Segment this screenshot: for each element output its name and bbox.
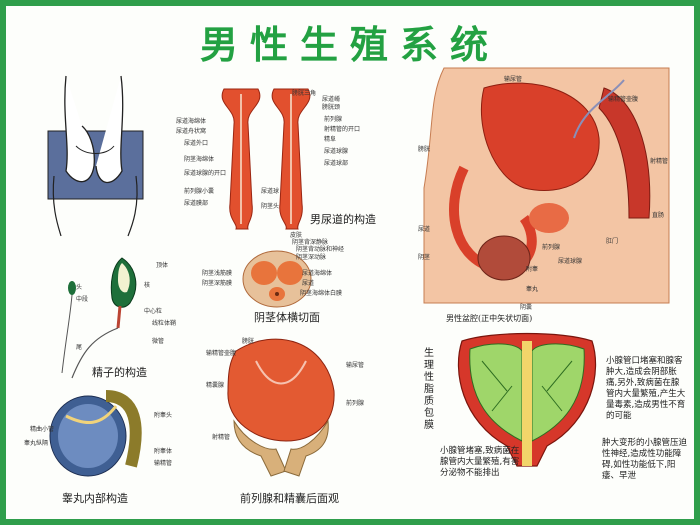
urethra-label: 精阜 — [324, 136, 337, 143]
penis-label: 阴茎浅筋膜 — [202, 270, 233, 277]
sperm-diagram — [61, 257, 137, 379]
pelvis-label: 肛门 — [606, 238, 619, 245]
testis-label: 附睾体 — [154, 448, 173, 455]
urethra-label: 尿道舟状窝 — [176, 128, 207, 135]
pelvis-sagittal-section — [423, 67, 670, 304]
penis-label: 阴茎背深静脉 — [292, 239, 329, 246]
urethra-label: 尿道膜部 — [184, 200, 209, 207]
self-exam-illustration — [47, 75, 144, 237]
testis-label: 睾丸纵隔 — [24, 440, 49, 447]
prostate-pathology-diagram — [457, 332, 597, 467]
sperm-label: 头 — [76, 284, 83, 291]
urethra-label: 膀胱三角 — [292, 90, 317, 97]
pelvis-label: 尿道 — [418, 226, 431, 233]
urethra-label: 尿道嵴 — [322, 96, 341, 103]
prostate-label: 前列腺 — [346, 400, 365, 407]
pelvis-caption: 男性盆腔(正中矢状切面) — [446, 314, 533, 323]
urethra-label: 尿道球部 — [324, 160, 349, 167]
pelvis-label: 直肠 — [652, 212, 665, 219]
prostate-label: 膀胱 — [242, 338, 255, 345]
penis-label: 尿道 — [302, 280, 315, 287]
prostate-label: 输尿管 — [346, 362, 365, 369]
prostate-label: 射精管 — [212, 434, 231, 441]
prostate-label: 输精管壶腹 — [206, 350, 237, 357]
penis-label: 阴茎深筋膜 — [202, 280, 233, 287]
sperm-label: 尾 — [76, 344, 83, 351]
urethra-label: 阴茎海绵体 — [184, 156, 215, 163]
penis-label: 尿道海绵体 — [302, 270, 333, 277]
side-note: 生理性脂质包膜 — [424, 348, 434, 431]
penis-label: 皮肤 — [290, 232, 303, 239]
urethra-label: 膀胱颈 — [322, 104, 341, 111]
urethra-diagram — [221, 88, 311, 230]
urethra-label: 尿道外口 — [184, 140, 209, 147]
urethra-label: 前列腺小囊 — [184, 188, 215, 195]
sperm-label: 线粒体鞘 — [152, 320, 177, 327]
urethra-caption: 男尿道的构造 — [310, 213, 376, 226]
prostate-back-view — [227, 338, 335, 477]
sperm-caption: 精子的构造 — [92, 366, 147, 379]
penis-label: 阴茎海绵体白膜 — [300, 290, 343, 297]
poster-title: 男性生殖系统 — [199, 23, 500, 67]
urethra-label: 射精管的开口 — [324, 126, 361, 133]
note-bottom-left: 小腺管堵塞,致病菌在腺管内大量繁殖,有害分泌物不能排出 — [440, 446, 520, 478]
sperm-label: 中心粒 — [144, 308, 163, 315]
pelvis-label: 阴囊 — [520, 304, 533, 311]
pelvis-label: 阴茎 — [418, 254, 431, 261]
pelvis-label: 输精管壶腹 — [608, 96, 639, 103]
penis-cross-section — [242, 250, 312, 308]
urethra-label: 尿道球 — [261, 188, 280, 195]
testis-label: 附睾头 — [154, 412, 173, 419]
pelvis-label: 附睾 — [526, 266, 539, 273]
urethra-label: 前列腺 — [324, 116, 343, 123]
sperm-label: 顶体 — [156, 262, 169, 269]
anatomy-poster: 男性生殖系统 膀胱三角 尿道嵴 膀胱颈 前列腺 射精管的开口 精阜 尿道球腺 尿… — [6, 6, 694, 519]
sperm-label: 微管 — [152, 338, 165, 345]
testis-caption: 睾丸内部构造 — [62, 492, 128, 505]
note-right: 小腺管口堵塞和腺客肿大,造成会阴部胀痛,另外,致病菌在腺管内大量繁殖,产生大量毒… — [606, 356, 686, 421]
testis-label: 精曲小管 — [30, 426, 55, 433]
prostate-caption: 前列腺和精囊后面观 — [240, 492, 339, 505]
urethra-label: 阴茎头 — [261, 203, 280, 210]
urethra-label: 尿道球腺的开口 — [184, 170, 227, 177]
pelvis-label: 膀胱 — [418, 146, 431, 153]
pelvis-label: 睾丸 — [526, 286, 539, 293]
penis-section-caption: 阴茎体横切面 — [254, 311, 320, 324]
prostate-label: 精囊腺 — [206, 382, 225, 389]
pelvis-label: 输尿管 — [504, 76, 523, 83]
sperm-label: 核 — [144, 282, 151, 289]
testis-diagram — [49, 390, 142, 477]
urethra-label: 尿道海绵体 — [176, 118, 207, 125]
pelvis-label: 射精管 — [650, 158, 669, 165]
pelvis-label: 尿道球腺 — [558, 258, 583, 265]
penis-label: 阴茎深动脉 — [296, 254, 327, 261]
testis-label: 输精管 — [154, 460, 173, 467]
note-bottom-right: 肿大变形的小腺管压迫性神经,造成性功能障碍,如性功能低下,阳痿、早泄 — [602, 438, 688, 481]
sperm-label: 中段 — [76, 296, 89, 303]
urethra-label: 尿道球腺 — [324, 148, 349, 155]
penis-label: 阴茎背动脉和神经 — [296, 246, 345, 253]
pelvis-label: 前列腺 — [542, 244, 561, 251]
